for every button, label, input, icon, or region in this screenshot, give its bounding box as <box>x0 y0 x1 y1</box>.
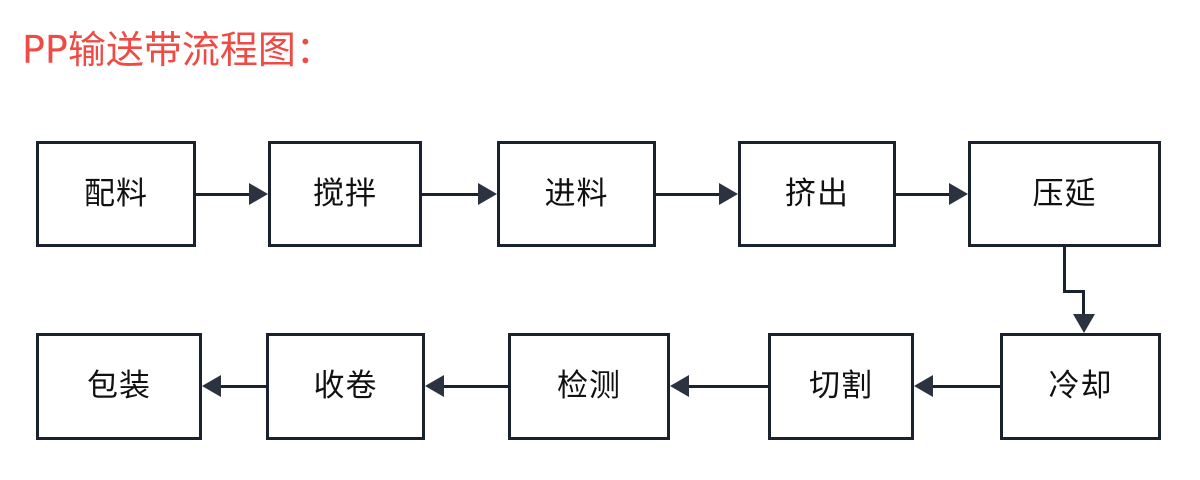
arrowhead-down-icon <box>1073 314 1095 333</box>
flow-node-label: 挤出 <box>785 175 849 212</box>
flow-node-jichu[interactable]: 挤出 <box>738 141 896 247</box>
flow-node-label: 配料 <box>84 175 148 212</box>
flow-node-label: 包装 <box>87 368 151 404</box>
flow-node-label: 进料 <box>544 175 609 212</box>
flow-node-qiege[interactable]: 切割 <box>768 333 914 440</box>
connector-line <box>689 385 768 388</box>
connector-line <box>444 385 508 388</box>
flow-node-label: 搅拌 <box>313 175 377 212</box>
flow-node-baozhuang[interactable]: 包装 <box>36 333 202 440</box>
flow-node-jiance[interactable]: 检测 <box>508 333 670 440</box>
arrowhead-left-icon <box>670 375 689 397</box>
flow-node-label: 压延 <box>1032 175 1097 212</box>
connector-line-vertical-lower <box>1082 290 1085 315</box>
flow-node-label: 收卷 <box>313 368 378 404</box>
flow-node-lengque[interactable]: 冷却 <box>1000 333 1161 440</box>
connector-line <box>896 193 950 196</box>
connector-line <box>196 193 250 196</box>
arrowhead-right-icon <box>949 183 968 205</box>
page-title: PP输送带流程图： <box>22 28 334 72</box>
flow-node-label: 切割 <box>809 368 873 404</box>
connector-line <box>656 193 720 196</box>
flow-node-jinliao[interactable]: 进料 <box>497 141 656 247</box>
arrowhead-right-icon <box>478 183 497 205</box>
connector-line-horizontal-jog <box>1063 290 1085 293</box>
connector-line <box>933 385 1000 388</box>
flow-node-label: 冷却 <box>1048 368 1113 404</box>
flow-node-jiaoban[interactable]: 搅拌 <box>268 141 422 247</box>
flow-node-yayan[interactable]: 压延 <box>968 141 1161 247</box>
flow-node-label: 检测 <box>557 368 621 404</box>
arrowhead-left-icon <box>425 375 444 397</box>
connector-line <box>422 193 479 196</box>
arrowhead-left-icon <box>202 375 221 397</box>
arrowhead-right-icon <box>249 183 268 205</box>
arrowhead-right-icon <box>719 183 738 205</box>
connector-line-vertical-upper <box>1063 247 1066 293</box>
connector-line <box>221 385 266 388</box>
arrowhead-left-icon <box>914 375 933 397</box>
flow-node-peiliao[interactable]: 配料 <box>36 141 196 247</box>
flow-node-shoujuan[interactable]: 收卷 <box>266 333 425 440</box>
